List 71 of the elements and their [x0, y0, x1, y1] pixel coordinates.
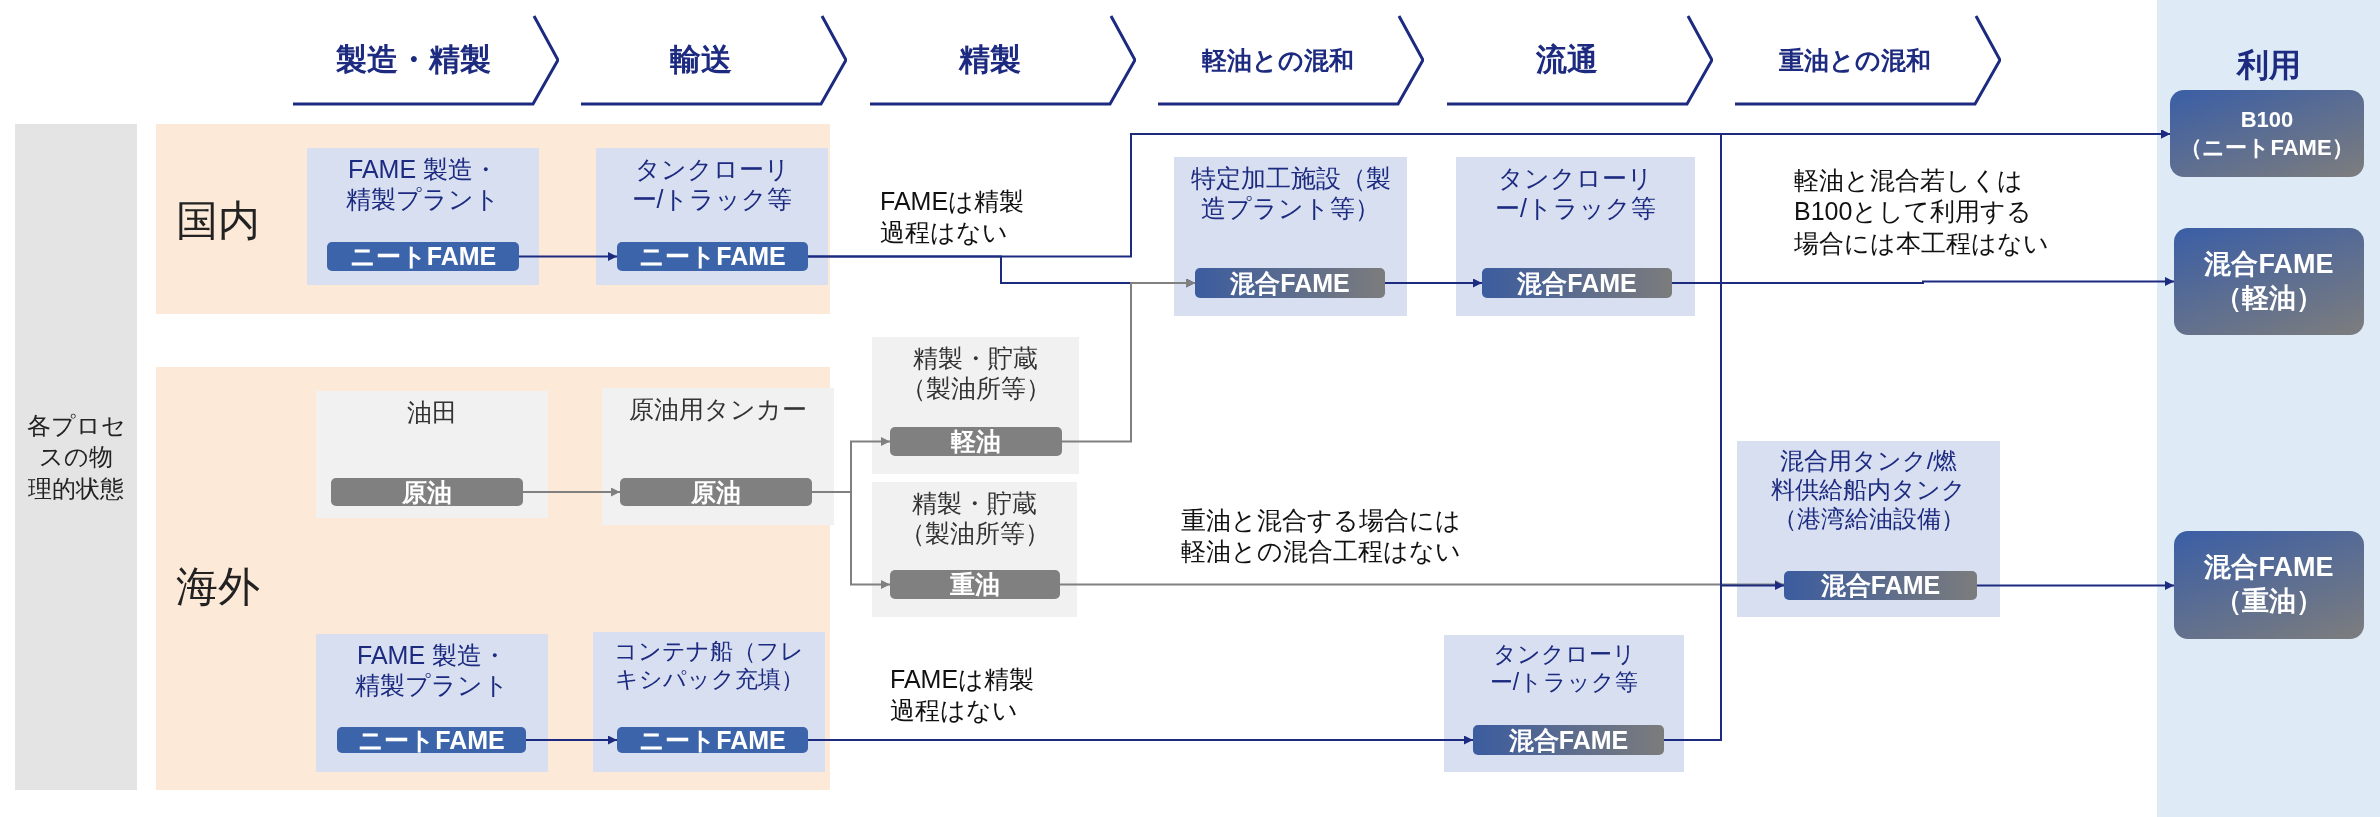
facility-name: 特定加工施設（製造プラント等） — [1189, 163, 1392, 223]
note-text: FAMEは精製過程はない — [880, 186, 1026, 249]
product-tag: 原油 — [620, 478, 812, 506]
region-band — [156, 124, 830, 314]
note-text: FAMEは精製過程はない — [890, 664, 1036, 727]
note-text: 重油と混合する場合には軽油との混合工程はない — [1181, 505, 1462, 568]
region-label: 海外 — [176, 562, 260, 612]
product-tag: 軽油 — [890, 427, 1062, 456]
product-tag: 混合FAME — [1473, 725, 1664, 755]
arrow — [525, 735, 618, 745]
product-tag: 混合FAME — [1195, 268, 1385, 298]
stage-header-tab — [1447, 14, 1713, 106]
facility-box — [596, 148, 828, 285]
product-tag: ニートFAME — [617, 727, 808, 753]
usage-column — [2157, 0, 2380, 817]
facility-box — [1444, 635, 1684, 772]
arrow — [1059, 580, 1785, 589]
stage-header-tab — [1158, 14, 1424, 106]
product-tag: 重油 — [890, 570, 1060, 599]
arrow — [1671, 277, 2175, 286]
facility-name: FAME 製造・精製プラント — [345, 154, 501, 214]
facility-box — [1174, 157, 1407, 316]
facility-name: タンクローリー/トラック等 — [1494, 163, 1657, 223]
category-bar — [15, 124, 137, 790]
stage-header-tab — [870, 14, 1136, 106]
usage-box: 混合FAME （軽油） — [2174, 228, 2364, 335]
facility-box — [593, 632, 825, 772]
region-label: 国内 — [176, 196, 260, 246]
facility-name: 原油用タンカー — [628, 394, 808, 424]
facility-box — [872, 337, 1079, 474]
facility-box — [316, 391, 548, 518]
facility-name: 精製・貯蔵（製油所等） — [898, 488, 1051, 548]
arrow — [522, 487, 621, 497]
usage-box: B100 （ニートFAME） — [2170, 90, 2364, 177]
facility-name: タンクローリー/トラック等 — [630, 154, 794, 214]
stage-header-tab — [293, 14, 559, 106]
product-tag: ニートFAME — [337, 727, 526, 753]
facility-box — [602, 388, 834, 525]
arrow — [1976, 581, 2175, 590]
facility-name: 油田 — [406, 397, 458, 427]
facility-name: FAME 製造・精製プラント — [354, 640, 510, 700]
stage-header-tab — [581, 14, 847, 106]
step-title: 製造・精製 — [334, 41, 492, 79]
arrow — [1384, 278, 1483, 288]
step-title: 重油との混和 — [1778, 45, 1932, 75]
step-title: 精製 — [957, 41, 1022, 79]
product-tag: ニートFAME — [327, 242, 519, 271]
category-label: 各プロセスの物理的状態 — [25, 411, 127, 504]
facility-name: 精製・貯蔵（製油所等） — [899, 343, 1052, 403]
facility-box — [872, 482, 1077, 617]
note-text: 軽油と混合若しくはB100として利用する場合には本工程はない — [1794, 165, 2050, 259]
step-title: 軽油との混和 — [1201, 45, 1355, 75]
product-tag: ニートFAME — [617, 242, 808, 271]
step-title: 流通 — [1535, 41, 1599, 79]
product-tag: 原油 — [331, 478, 523, 506]
usage-box: 混合FAME （重油） — [2174, 531, 2364, 639]
product-tag: 混合FAME — [1784, 571, 1977, 600]
facility-name: タンクローリー/トラック等 — [1488, 641, 1640, 697]
facility-name: コンテナ船（フレキシパック充填） — [613, 638, 805, 694]
step-title: 輸送 — [669, 41, 733, 79]
product-tag: 混合FAME — [1482, 268, 1672, 298]
arrow — [807, 735, 1474, 745]
arrow — [1061, 278, 1196, 443]
facility-name: 混合用タンク/燃料供給船内タンク（港湾給油設備） — [1770, 447, 1967, 534]
column-title: 利用 — [2235, 46, 2302, 85]
facility-box — [307, 148, 539, 285]
facility-box — [1737, 441, 2000, 617]
arrow — [518, 252, 618, 261]
facility-box — [1456, 157, 1695, 316]
facility-box — [316, 634, 548, 772]
stage-header-tab — [1735, 14, 2001, 106]
